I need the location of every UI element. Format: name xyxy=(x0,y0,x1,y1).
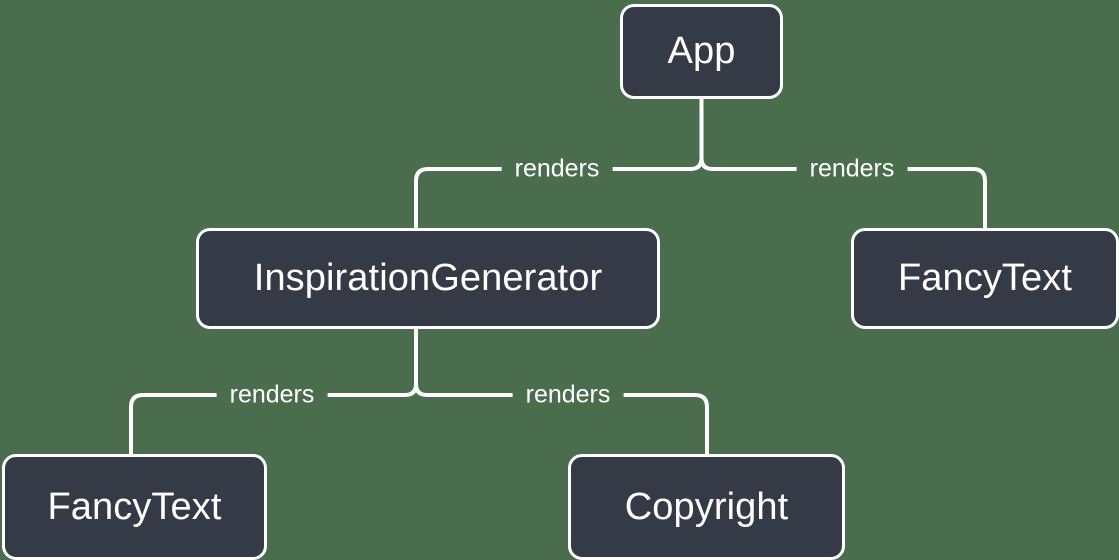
edge-app-trunk-right xyxy=(699,157,713,171)
node-app[interactable]: App xyxy=(620,4,783,99)
edge-label-app-to-fancytext-right: renders xyxy=(796,156,908,182)
node-fancytext-right[interactable]: FancyText xyxy=(851,228,1119,329)
edge-inspiration-generator-trunk xyxy=(404,329,418,397)
edge-label-app-to-inspiration-generator: renders xyxy=(501,156,613,182)
edge-inspiration-generator-trunk-right xyxy=(414,383,428,397)
edge-label-inspiration-generator-to-copyright: renders xyxy=(512,382,624,408)
node-app-label: App xyxy=(667,30,736,72)
node-copyright-label: Copyright xyxy=(624,485,789,528)
node-fancytext-right-label: FancyText xyxy=(897,257,1073,299)
edge-label-inspiration-generator-to-fancytext-left: renders xyxy=(216,382,328,408)
node-fancytext-left-label: FancyText xyxy=(47,485,222,528)
node-copyright[interactable]: Copyright xyxy=(568,454,845,560)
node-inspiration-generator-label: InspirationGenerator xyxy=(253,257,603,299)
node-inspiration-generator[interactable]: InspirationGenerator xyxy=(196,228,660,329)
edge-app-trunk xyxy=(690,99,704,171)
node-fancytext-left[interactable]: FancyText xyxy=(2,454,267,560)
